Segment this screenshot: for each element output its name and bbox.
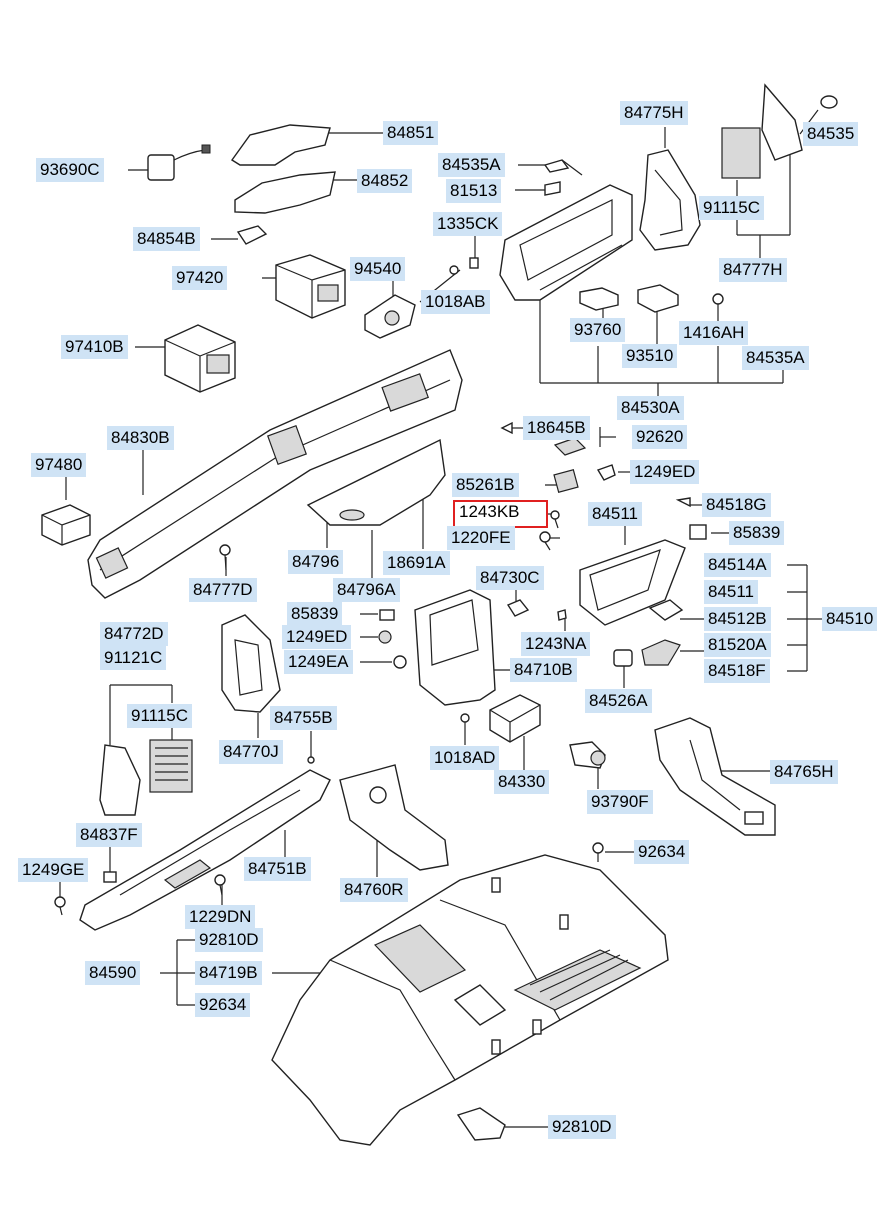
part-floor-console-84590 (271, 854, 669, 1146)
callout-84837F[interactable]: 84837F (76, 823, 142, 847)
callout-84535A-top[interactable]: 84535A (438, 153, 505, 177)
callout-1018AB[interactable]: 1018AB (421, 290, 490, 314)
callout-93510[interactable]: 93510 (622, 344, 678, 368)
callout-18645B[interactable]: 18645B (523, 416, 590, 440)
callout-84514A[interactable]: 84514A (704, 553, 771, 577)
part-cap-97480 (41, 504, 91, 546)
callout-1243KB[interactable]: 1243KB (453, 500, 548, 528)
callout-92634-right[interactable]: 92634 (634, 840, 690, 864)
part-left-fasteners (219, 544, 407, 669)
callout-84830B[interactable]: 84830B (107, 426, 174, 450)
callout-18691A[interactable]: 18691A (383, 551, 450, 575)
callout-84526A[interactable]: 84526A (585, 689, 652, 713)
callout-97480[interactable]: 97480 (31, 453, 87, 477)
part-bracket-84330 (460, 694, 541, 743)
callout-92634-low[interactable]: 92634 (195, 993, 251, 1017)
part-ignition-switch (147, 144, 211, 181)
callout-1018AD[interactable]: 1018AD (430, 746, 500, 770)
callout-1249EA[interactable]: 1249EA (284, 650, 353, 674)
part-box-97410B (164, 324, 236, 393)
part-side-trim-84775H (639, 149, 701, 251)
part-small-84755B-1249GE (54, 756, 315, 916)
callout-1335CK[interactable]: 1335CK (433, 212, 503, 236)
callout-91121C[interactable]: 91121C (100, 646, 167, 670)
callout-84772D[interactable]: 84772D (100, 622, 168, 646)
callout-84796[interactable]: 84796 (288, 550, 344, 574)
callout-84777D[interactable]: 84777D (189, 578, 257, 602)
part-switch-93790F (569, 741, 606, 769)
callout-84775H[interactable]: 84775H (620, 101, 688, 125)
callout-1249GE[interactable]: 1249GE (18, 858, 89, 882)
callout-85839-left[interactable]: 85839 (287, 602, 343, 626)
callout-84590[interactable]: 84590 (85, 961, 141, 985)
part-small-clips-top (449, 159, 583, 275)
callout-84518G[interactable]: 84518G (702, 493, 771, 517)
callout-93760[interactable]: 93760 (570, 318, 626, 342)
part-lower-panel-84796 (306, 438, 446, 526)
callout-84719B[interactable]: 84719B (195, 961, 262, 985)
callout-85261B[interactable]: 85261B (452, 473, 519, 497)
callout-84777H[interactable]: 84777H (719, 258, 787, 282)
part-small-93760-93510 (579, 284, 724, 313)
callout-84511-list[interactable]: 84511 (704, 580, 759, 604)
callout-1243NA[interactable]: 1243NA (521, 632, 591, 656)
callout-81520A[interactable]: 81520A (704, 633, 771, 657)
part-bracket-84777H (721, 83, 838, 179)
part-clip-92810D (456, 1107, 506, 1141)
part-right-trim-84765H (654, 717, 776, 836)
callout-81513[interactable]: 81513 (446, 179, 502, 203)
callout-84518F[interactable]: 84518F (704, 659, 770, 683)
part-pad-91115C (99, 739, 193, 816)
callout-84330[interactable]: 84330 (494, 770, 550, 794)
callout-84852[interactable]: 84852 (357, 169, 413, 193)
callout-1249ED-right[interactable]: 1249ED (630, 460, 700, 484)
callout-1249ED-left[interactable]: 1249ED (282, 625, 352, 649)
part-bulb-92634 (592, 842, 604, 862)
callout-84755B[interactable]: 84755B (270, 706, 337, 730)
part-bracket-84710B (414, 589, 567, 706)
callout-92620[interactable]: 92620 (632, 425, 688, 449)
callout-92810D-top[interactable]: 92810D (195, 928, 263, 952)
part-knee-trim-84770J (221, 614, 281, 713)
part-glove-box-84510 (579, 539, 686, 667)
callout-84851[interactable]: 84851 (383, 121, 439, 145)
callout-84796A[interactable]: 84796A (333, 578, 400, 602)
callout-91115C-top[interactable]: 91115C (699, 196, 765, 220)
callout-84535[interactable]: 84535 (803, 122, 859, 146)
callout-84535A-mid[interactable]: 84535A (742, 346, 809, 370)
callout-84510[interactable]: 84510 (822, 607, 878, 631)
part-switch-94540 (364, 294, 416, 339)
callout-97410B[interactable]: 97410B (61, 335, 128, 359)
callout-92810D-bottom[interactable]: 92810D (548, 1115, 616, 1139)
callout-97420[interactable]: 97420 (172, 266, 228, 290)
callout-85839-right[interactable]: 85839 (729, 521, 785, 545)
callout-84730C[interactable]: 84730C (476, 566, 544, 590)
callout-84760R[interactable]: 84760R (340, 878, 408, 902)
callout-84765H[interactable]: 84765H (770, 760, 838, 784)
callout-84511-top[interactable]: 84511 (588, 502, 643, 526)
part-clips-92620 (500, 421, 616, 494)
part-panel-84760R (339, 764, 449, 871)
callout-84854B[interactable]: 84854B (133, 227, 200, 251)
part-console-84751B (79, 769, 331, 931)
part-screws-1243KB-1220FE (539, 497, 707, 551)
callout-84710B[interactable]: 84710B (510, 658, 577, 682)
callout-93690C[interactable]: 93690C (36, 158, 104, 182)
callout-91115C-low[interactable]: 91115C (127, 704, 193, 728)
part-box-97420 (275, 254, 346, 319)
part-clip-84854B (236, 225, 268, 245)
callout-94540[interactable]: 94540 (350, 257, 406, 281)
callout-1416AH[interactable]: 1416AH (679, 321, 749, 345)
callout-84512B[interactable]: 84512B (704, 607, 771, 631)
callout-1229DN[interactable]: 1229DN (185, 905, 256, 929)
callout-93790F[interactable]: 93790F (587, 790, 653, 814)
callout-84770J[interactable]: 84770J (219, 740, 283, 764)
callout-1220FE[interactable]: 1220FE (447, 526, 515, 550)
part-steering-column-covers (230, 124, 336, 214)
callout-84751B[interactable]: 84751B (244, 857, 311, 881)
part-dashboard-84830B (87, 349, 463, 599)
part-upper-trim-84530A (499, 184, 633, 301)
callout-84530A[interactable]: 84530A (617, 396, 684, 420)
